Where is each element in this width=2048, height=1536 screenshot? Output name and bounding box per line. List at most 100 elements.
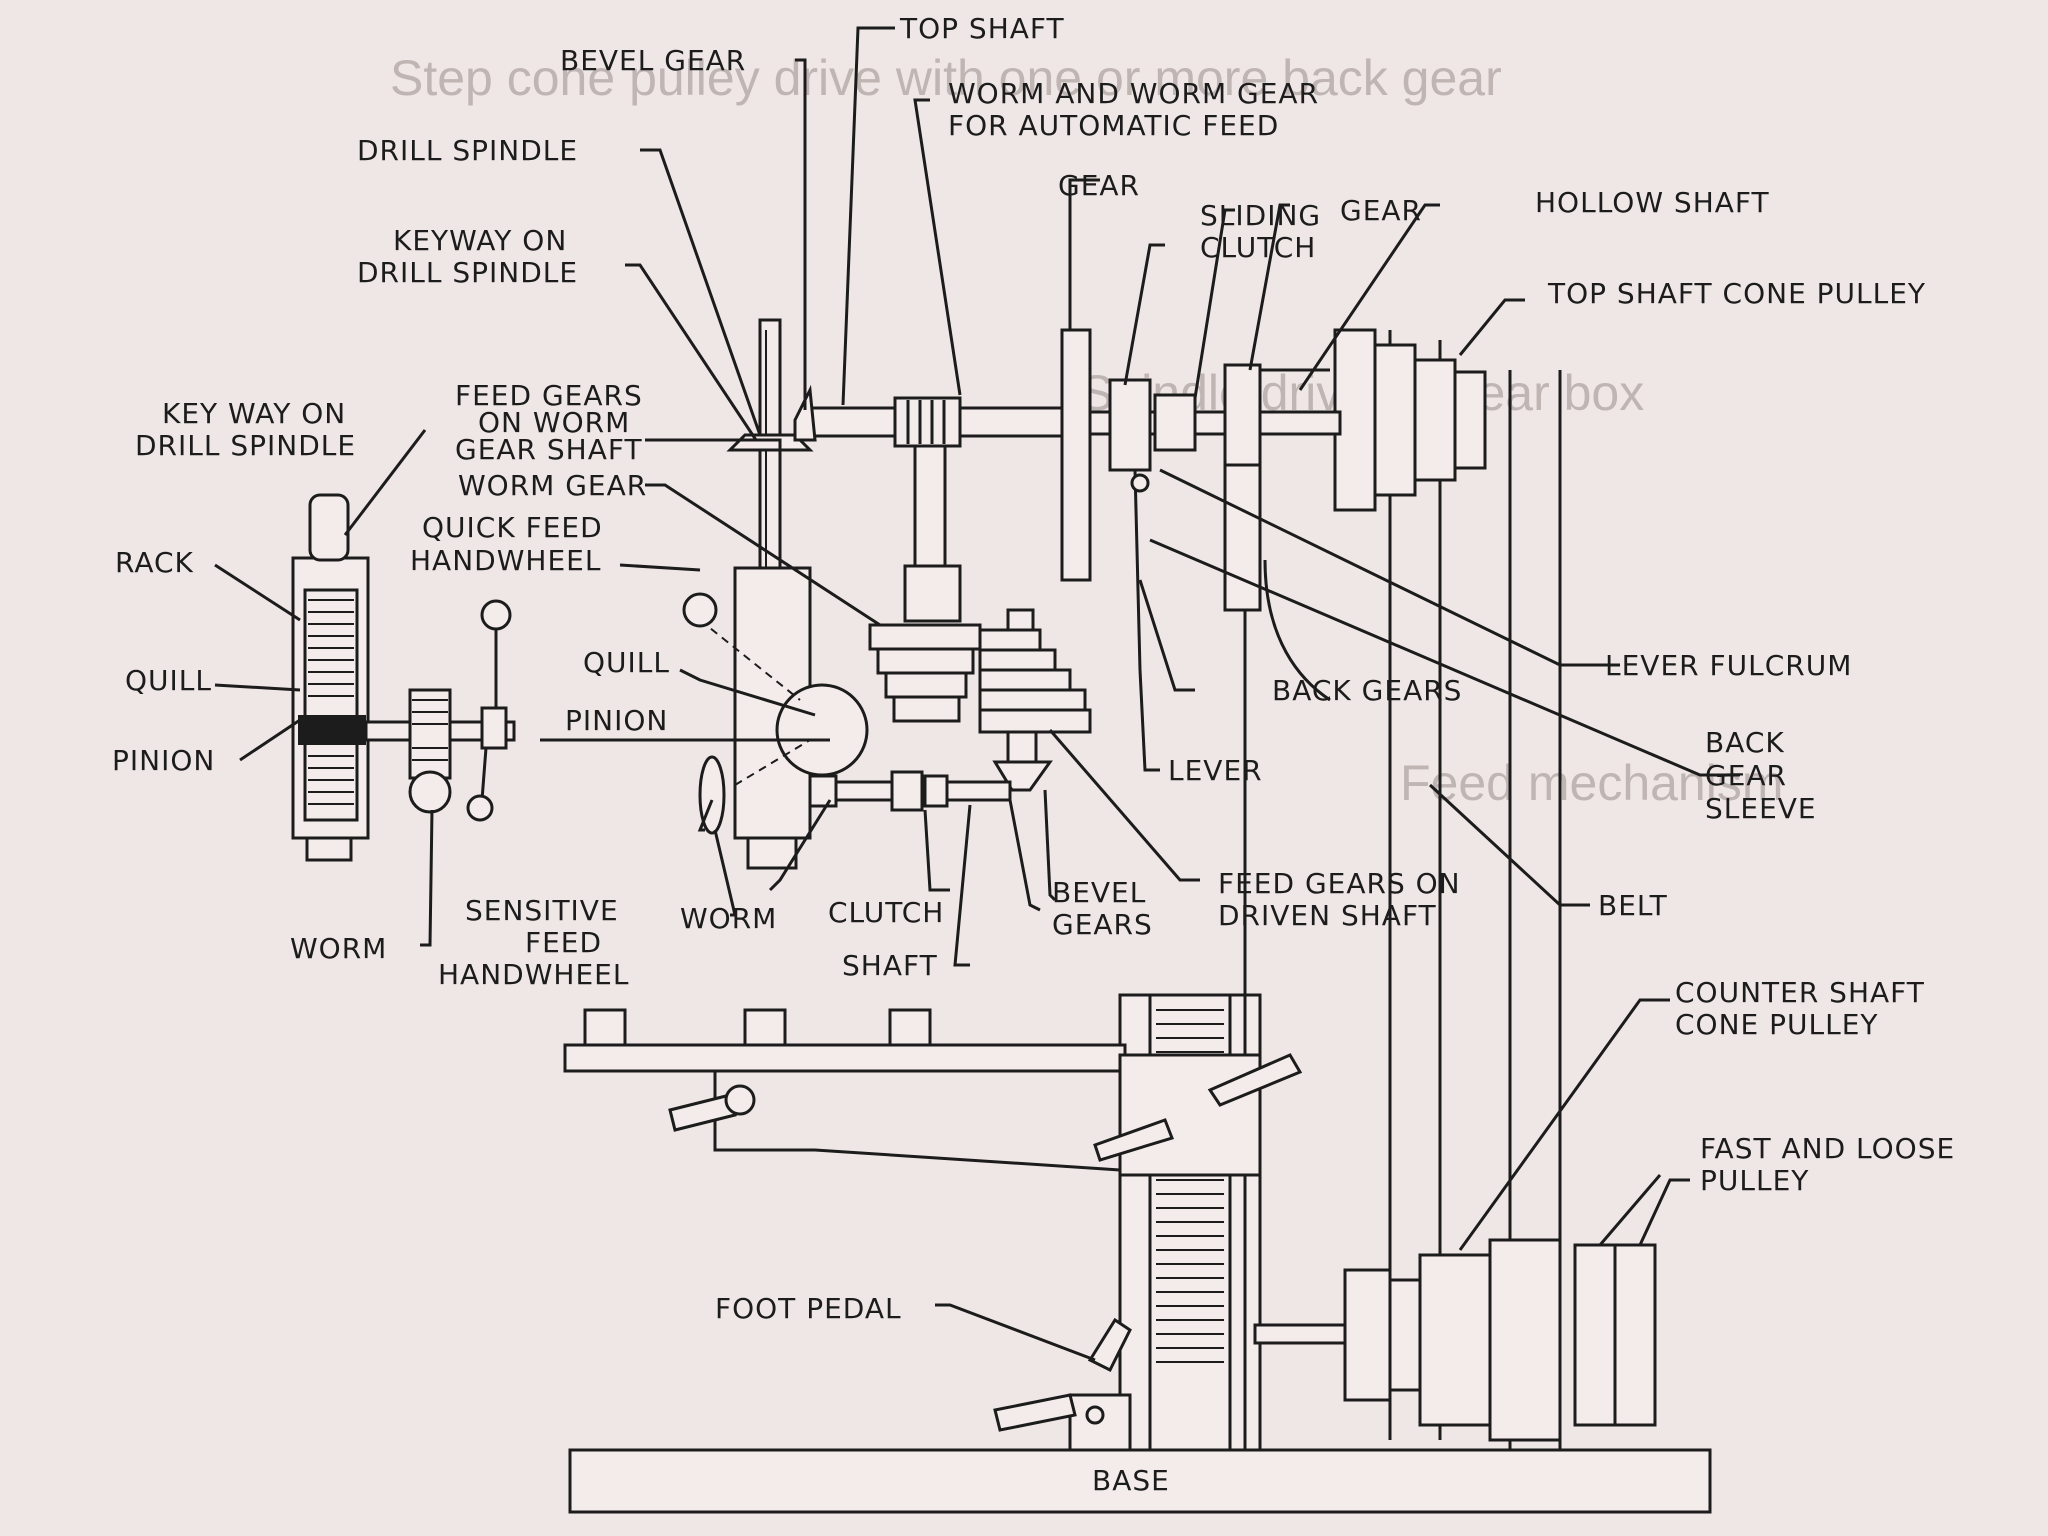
label-back: BACK bbox=[1705, 726, 1785, 759]
label-quill-center: QUILL bbox=[583, 646, 670, 679]
label-bevel: BEVEL bbox=[1052, 876, 1146, 909]
feed-gear-2 bbox=[876, 647, 975, 675]
foot-pedal bbox=[1087, 1317, 1132, 1373]
label-key-way-on: KEY WAY ON bbox=[162, 397, 346, 430]
label-for-automatic-feed: FOR AUTOMATIC FEED bbox=[948, 109, 1279, 142]
label-feed-gears-on: FEED GEARS ON bbox=[1218, 867, 1461, 900]
worm-on-top-shaft bbox=[893, 396, 962, 448]
detail-worm bbox=[408, 770, 452, 814]
label-pinion-center: PINION bbox=[565, 704, 668, 737]
detail-handle-lower bbox=[480, 747, 488, 801]
handwheel-dash-1 bbox=[699, 619, 801, 701]
label-counter-shaft: COUNTER SHAFT bbox=[1675, 976, 1925, 1009]
driven-gear-2 bbox=[978, 648, 1057, 672]
clutch-block-1 bbox=[890, 770, 924, 812]
worm-gear-shaft bbox=[913, 444, 947, 578]
label-rack: RACK bbox=[115, 546, 194, 579]
label-worm-left: WORM bbox=[290, 932, 387, 965]
counter-cone-4 bbox=[1488, 1238, 1562, 1442]
top-cone-step-2 bbox=[1373, 343, 1417, 497]
detail-handle-knob-top bbox=[480, 599, 512, 631]
detail-handle-knob-bottom bbox=[466, 794, 494, 822]
table-lock-knob bbox=[724, 1084, 756, 1116]
label-quick-feed: QUICK FEED bbox=[422, 511, 603, 544]
back-gear-lever bbox=[1133, 469, 1142, 671]
label-keyway-drill-spindle: DRILL SPINDLE bbox=[357, 256, 578, 289]
label-keyway-on: KEYWAY ON bbox=[393, 224, 567, 257]
label-belt: BELT bbox=[1598, 889, 1668, 922]
label-gear-right: GEAR bbox=[1340, 194, 1422, 227]
label-worm-gear: WORM GEAR bbox=[458, 469, 647, 502]
label-feed-gears: FEED GEARS bbox=[455, 379, 643, 412]
large-gear bbox=[1060, 328, 1092, 582]
clutch-block-2 bbox=[923, 774, 949, 808]
label-hollow-shaft: HOLLOW SHAFT bbox=[1535, 186, 1770, 219]
feed-gear-3 bbox=[884, 671, 968, 699]
label-sensitive: SENSITIVE bbox=[465, 894, 619, 927]
pinion-circle bbox=[775, 683, 869, 777]
column-screw-threads bbox=[1156, 1009, 1224, 1363]
detail-rack-teeth bbox=[308, 599, 354, 805]
back-gear-sleeve bbox=[1223, 463, 1262, 612]
counter-shaft bbox=[1253, 1323, 1347, 1345]
quick-feed-knob bbox=[682, 592, 718, 628]
foot-pedal-arm bbox=[993, 1393, 1077, 1432]
machine-frame-curve bbox=[1263, 559, 1331, 702]
label-gear-shaft: GEAR SHAFT bbox=[455, 433, 643, 466]
label-fast-and-loose: FAST AND LOOSE bbox=[1700, 1132, 1955, 1165]
label-bevel-gear: BEVEL GEAR bbox=[560, 44, 746, 77]
table-lock-lever bbox=[668, 1093, 737, 1132]
driven-gear-1 bbox=[978, 628, 1042, 652]
detail-worm-teeth bbox=[412, 699, 448, 761]
label-worm-center: WORM bbox=[680, 902, 777, 935]
label-clutch: CLUTCH bbox=[828, 896, 944, 929]
clutch-collar bbox=[1153, 393, 1197, 452]
driven-shaft-bottom bbox=[1006, 730, 1038, 764]
label-worm-and-worm-gear: WORM AND WORM GEAR bbox=[948, 77, 1319, 110]
worm-teeth bbox=[906, 400, 946, 444]
label-foot-pedal: FOOT PEDAL bbox=[715, 1292, 902, 1325]
label-sleeve: SLEEVE bbox=[1705, 792, 1817, 825]
detail-spindle-bottom bbox=[305, 836, 353, 862]
detail-handle-block bbox=[480, 706, 508, 750]
feed-gear-1 bbox=[868, 623, 982, 651]
table-bracket bbox=[1118, 1053, 1262, 1177]
top-cone-step-3 bbox=[1413, 358, 1457, 482]
handwheel-dash-2 bbox=[734, 739, 811, 786]
label-gears: GEARS bbox=[1052, 908, 1153, 941]
label-quill-left: QUILL bbox=[125, 664, 212, 697]
counter-cone-1 bbox=[1343, 1268, 1392, 1402]
worm-block bbox=[806, 774, 838, 808]
feed-gear-4 bbox=[892, 695, 961, 723]
foot-pedal-pivot bbox=[1085, 1405, 1105, 1425]
label-top-shaft-cone-pulley: TOP SHAFT CONE PULLEY bbox=[1547, 277, 1926, 310]
label-cone-pulley: CONE PULLEY bbox=[1675, 1008, 1879, 1041]
counter-cone-2 bbox=[1388, 1278, 1422, 1392]
bracket-lever-1 bbox=[1207, 1053, 1303, 1107]
label-handwheel: HANDWHEEL bbox=[438, 958, 629, 991]
label-lever: LEVER bbox=[1168, 754, 1263, 787]
worm-gear-hub bbox=[903, 564, 962, 623]
label-base: BASE bbox=[1092, 1464, 1170, 1497]
work-table bbox=[563, 1043, 1127, 1073]
top-cone-step-4 bbox=[1453, 370, 1487, 470]
label-sliding: SLIDING bbox=[1200, 199, 1321, 232]
label-pulley: PULLEY bbox=[1700, 1164, 1809, 1197]
lever-fulcrum-pin bbox=[1130, 473, 1150, 493]
driven-gear-3 bbox=[978, 668, 1072, 692]
table-arm bbox=[713, 1071, 1121, 1172]
counter-cone-3 bbox=[1418, 1253, 1492, 1427]
spindle-nose bbox=[746, 836, 798, 870]
label-quick-feed-handwheel: HANDWHEEL bbox=[410, 544, 601, 577]
label-lever-fulcrum: LEVER FULCRUM bbox=[1605, 649, 1852, 682]
label-pinion-left: PINION bbox=[112, 744, 215, 777]
label-top-shaft: TOP SHAFT bbox=[899, 12, 1065, 45]
label-back-gear: GEAR bbox=[1705, 759, 1787, 792]
detail-spindle-top bbox=[308, 493, 350, 562]
driven-gear-5 bbox=[978, 708, 1092, 734]
small-gear bbox=[1223, 363, 1262, 467]
label-feed: FEED bbox=[525, 926, 602, 959]
sliding-clutch bbox=[1108, 378, 1152, 472]
driven-gear-4 bbox=[978, 688, 1087, 712]
